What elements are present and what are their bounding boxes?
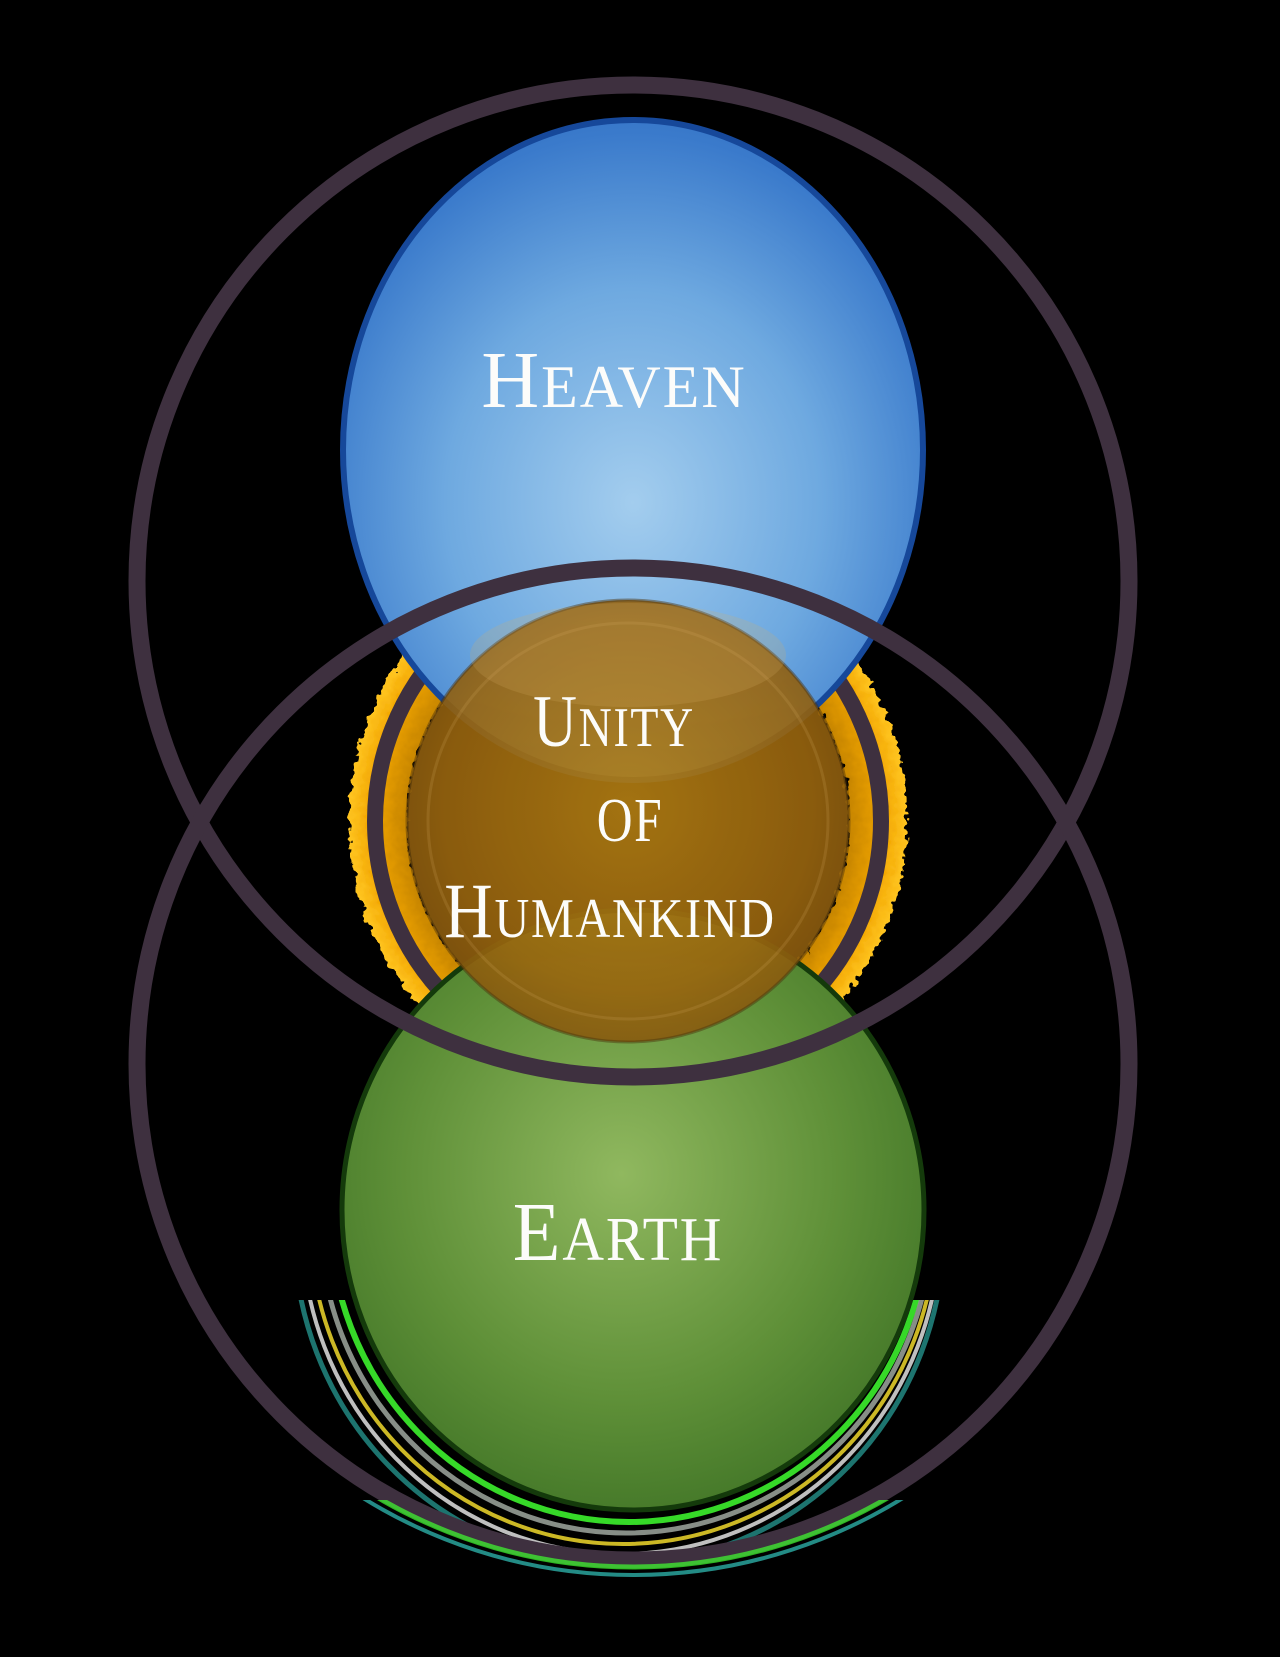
heaven-label: HEAVEN <box>481 337 746 425</box>
fringe-arc-green <box>377 1500 889 1570</box>
unity-line3-initial: H <box>444 867 494 954</box>
earth-label-rest: ARTH <box>562 1205 723 1273</box>
unity-line1-rest: NITY <box>579 697 695 759</box>
outline-circle-lower <box>128 559 1138 1569</box>
heaven-label-rest: EAVEN <box>541 354 747 420</box>
earth-label-initial: E <box>513 1185 563 1278</box>
unity-top-sheen <box>470 603 786 707</box>
echo-ring-grey <box>328 1300 924 1536</box>
heaven-label-initial: H <box>481 337 541 425</box>
outline-circle-upper <box>128 76 1138 1086</box>
unity-inner-highlight-arc <box>426 621 830 1021</box>
earth-label: EARTH <box>513 1185 723 1278</box>
unity-label-line3: HUMANKIND <box>444 867 775 954</box>
unity-label-line1: UNITY <box>533 680 695 762</box>
unity-line2-initial: O <box>597 787 634 855</box>
echo-ring-yellow <box>317 1300 929 1546</box>
bottom-fringe-arcs <box>362 1500 904 1577</box>
unity-circle <box>405 598 851 1044</box>
unity-line1-initial: U <box>533 680 578 762</box>
fringe-arc-teal <box>362 1500 904 1577</box>
unity-label-line2: OF <box>597 787 664 855</box>
unity-line2-rest: F <box>634 787 663 855</box>
unity-line3-rest: UMANKIND <box>494 888 775 950</box>
labels: HEAVEN UNITY OF HUMANKIND EARTH <box>444 337 775 1279</box>
echo-ring-green <box>338 1300 920 1525</box>
